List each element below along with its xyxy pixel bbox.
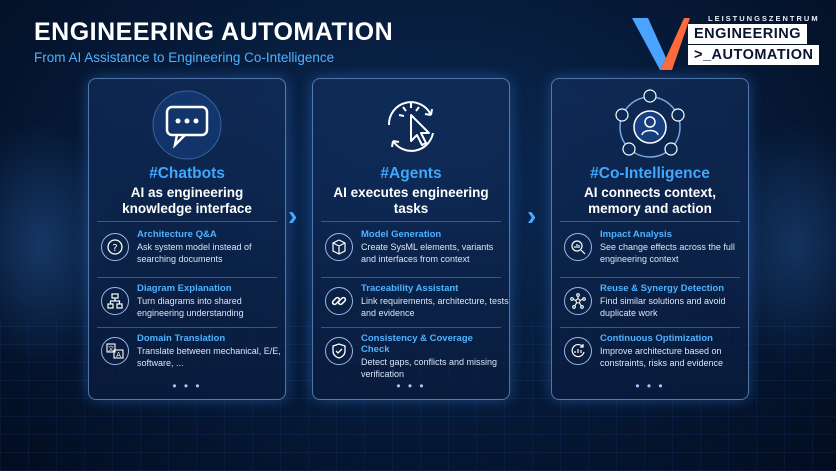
item-title: Traceability Assistant bbox=[361, 283, 459, 294]
item-description: Link requirements, architecture, tests a… bbox=[361, 296, 509, 318]
list-item: Impact Analysis See change effects acros… bbox=[560, 227, 742, 279]
logo-tagline: LEISTUNGSZENTRUM bbox=[708, 14, 820, 23]
item-description: Ask system model instead of searching do… bbox=[137, 242, 252, 264]
item-title: Domain Translation bbox=[137, 333, 226, 344]
divider bbox=[560, 327, 740, 328]
card-heading: AI connects context, memory and action bbox=[583, 185, 717, 216]
shield-check-icon bbox=[325, 337, 353, 365]
item-description: Detect gaps, conflicts and missing verif… bbox=[361, 357, 498, 379]
item-title: Continuous Optimization bbox=[600, 333, 713, 344]
svg-text:A: A bbox=[116, 351, 121, 359]
card-tag: #Co-Intelligence bbox=[590, 165, 710, 182]
divider bbox=[321, 327, 501, 328]
more-dots: • • • bbox=[172, 379, 202, 393]
card-heading: AI as engineering knowledge interface bbox=[122, 185, 252, 216]
logo-line-1: ENGINEERING bbox=[688, 24, 808, 44]
card-heading: AI executes engineering tasks bbox=[333, 185, 489, 216]
list-item: Continuous Optimization Improve architec… bbox=[560, 331, 742, 383]
item-description: Turn diagrams into shared engineering un… bbox=[137, 296, 244, 318]
list-item: Traceability Assistant Link requirements… bbox=[321, 281, 509, 333]
link-icon bbox=[325, 287, 353, 315]
list-item: Diagram Explanation Turn diagrams into s… bbox=[97, 281, 279, 333]
item-title: Model Generation bbox=[361, 229, 442, 240]
divider bbox=[560, 221, 740, 222]
divider bbox=[321, 277, 501, 278]
item-title: Architecture Q&A bbox=[137, 229, 217, 240]
item-title: Impact Analysis bbox=[600, 229, 672, 240]
item-description: Find similar solutions and avoid duplica… bbox=[600, 296, 726, 318]
item-title: Diagram Explanation bbox=[137, 283, 232, 294]
hierarchy-icon bbox=[101, 287, 129, 315]
optimization-icon bbox=[564, 337, 592, 365]
item-description: Improve architecture based on constraint… bbox=[600, 346, 724, 368]
divider bbox=[97, 327, 277, 328]
card-co-intelligence: #Co-Intelligence AI connects context, me… bbox=[551, 78, 749, 400]
card-chatbots: #Chatbots AI as engineering knowledge in… bbox=[88, 78, 286, 400]
list-item: Consistency & Coverage Check Detect gaps… bbox=[321, 331, 503, 383]
divider bbox=[560, 277, 740, 278]
chevron-right-icon: › bbox=[527, 200, 537, 231]
list-item: Reuse & Synergy Detection Find similar s… bbox=[560, 281, 742, 333]
page-title: ENGINEERING AUTOMATION bbox=[34, 18, 394, 46]
cursor-click-icon bbox=[387, 101, 434, 152]
card-tag: #Chatbots bbox=[149, 165, 225, 182]
item-title: Consistency & Coverage Check bbox=[361, 333, 473, 355]
list-item: ? Architecture Q&A Ask system model inst… bbox=[97, 227, 279, 279]
logo: LEISTUNGSZENTRUM ENGINEERING >_AUTOMATIO… bbox=[630, 14, 820, 70]
item-description: Create SysML elements, variants and inte… bbox=[361, 242, 494, 264]
divider bbox=[321, 221, 501, 222]
chevron-right-icon: › bbox=[288, 200, 298, 231]
card-tag: #Agents bbox=[380, 165, 442, 182]
item-description: Translate between mechanical, E/E, softw… bbox=[137, 346, 281, 368]
more-dots: • • • bbox=[635, 379, 665, 393]
item-title: Reuse & Synergy Detection bbox=[600, 283, 725, 294]
chat-bubble-icon bbox=[152, 90, 222, 160]
cube-icon bbox=[325, 233, 353, 261]
logo-line-2: >_AUTOMATION bbox=[688, 45, 820, 65]
svg-text:?: ? bbox=[112, 243, 117, 254]
item-description: See change effects across the full engin… bbox=[600, 242, 735, 264]
divider bbox=[97, 277, 277, 278]
card-agents: #Agents AI executes engineering tasks Mo… bbox=[312, 78, 510, 400]
list-item: Model Generation Create SysML elements, … bbox=[321, 227, 503, 279]
person-network-icon bbox=[615, 89, 685, 158]
divider bbox=[97, 221, 277, 222]
svg-text:文: 文 bbox=[108, 345, 114, 353]
magnify-chart-icon bbox=[564, 233, 592, 261]
logo-v-icon bbox=[632, 18, 690, 70]
network-icon bbox=[564, 287, 592, 315]
more-dots: • • • bbox=[396, 379, 426, 393]
page-subtitle: From AI Assistance to Engineering Co-Int… bbox=[34, 50, 335, 65]
question-icon: ? bbox=[101, 233, 129, 261]
